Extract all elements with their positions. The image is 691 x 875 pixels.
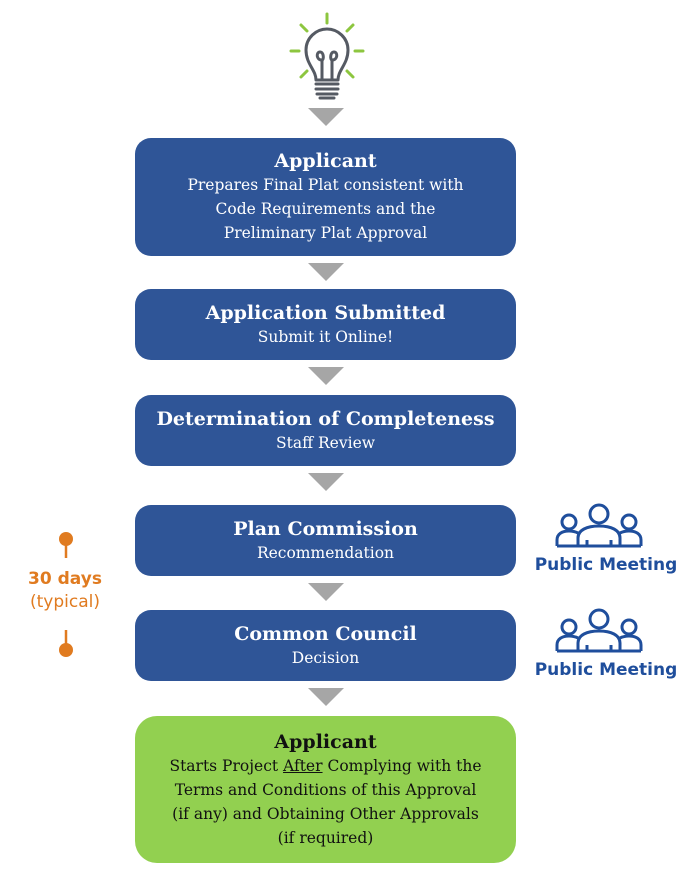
timeline-start-marker-icon — [59, 532, 73, 558]
step-common-council: Common Council Decision — [135, 610, 516, 681]
step-text: (if any) and Obtaining Other Approvals — [172, 804, 479, 823]
step-text: Recommendation — [256, 543, 395, 562]
step-text: Starts Project After Complying with the — [135, 754, 516, 778]
step-text: (if required) — [277, 828, 374, 847]
flow-arrow — [308, 473, 344, 491]
timeline-label: 30 days (typical) — [10, 567, 120, 613]
people-group-icon — [555, 503, 643, 548]
step-title: Determination of Completeness — [156, 407, 495, 430]
text-fragment: Starts Project — [169, 756, 284, 775]
step-text: Code Requirements and the — [215, 200, 436, 218]
timeline-days: 30 days — [28, 569, 102, 589]
flow-arrow — [308, 108, 344, 126]
step-applicant-prepares: Applicant Prepares Final Plat consistent… — [135, 138, 516, 256]
public-meeting-label: Public Meeting — [534, 555, 678, 575]
step-text: Terms and Conditions of this Approval — [174, 780, 477, 799]
flow-arrow — [308, 367, 344, 385]
people-group-icon — [555, 608, 643, 653]
timeline-qualifier: (typical) — [30, 592, 100, 612]
step-title: Application Submitted — [205, 301, 446, 324]
step-title: Common Council — [234, 622, 417, 645]
step-plan-commission: Plan Commission Recommendation — [135, 505, 516, 576]
step-title: Plan Commission — [233, 517, 418, 540]
timeline-end-marker-icon — [59, 630, 73, 657]
public-meeting-label: Public Meeting — [534, 660, 678, 680]
step-text: Submit it Online! — [257, 327, 394, 346]
step-application-submitted: Application Submitted Submit it Online! — [135, 289, 516, 360]
lightbulb-icon — [289, 12, 365, 100]
step-applicant-starts-project: Applicant Starts Project After Complying… — [135, 716, 516, 863]
step-text: Preliminary Plat Approval — [223, 224, 428, 242]
step-title: Applicant — [274, 150, 377, 172]
flow-arrow — [308, 263, 344, 281]
text-fragment: Complying with the — [322, 756, 482, 775]
flow-arrow — [308, 583, 344, 601]
step-text: Decision — [291, 648, 360, 667]
step-title: Applicant — [274, 730, 377, 753]
flow-arrow — [308, 688, 344, 706]
step-text: Staff Review — [275, 433, 376, 452]
step-text: Prepares Final Plat consistent with — [187, 176, 464, 194]
underlined-after: After — [283, 756, 323, 775]
step-determination-of-completeness: Determination of Completeness Staff Revi… — [135, 395, 516, 466]
